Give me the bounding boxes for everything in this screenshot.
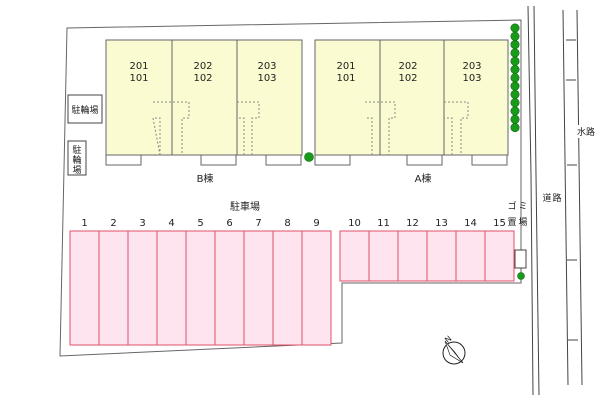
tree-icon (510, 23, 520, 33)
building-b-label: B棟 (197, 172, 214, 185)
tree-icon (510, 114, 520, 124)
building-b-porch-2 (200, 154, 237, 166)
parking-space-10 (339, 230, 370, 282)
bike-parking-vertical-char-3: 場 (72, 164, 81, 176)
bike-parking-vertical-char-1: 駐 (72, 144, 81, 156)
tree-icon (510, 31, 520, 41)
parking-space-4 (156, 230, 187, 346)
building-a-unit-2-upper: 202 (398, 61, 417, 72)
parking-space-7 (243, 230, 274, 346)
parking-space-number: 2 (110, 218, 116, 229)
tree-icon (510, 73, 520, 83)
waterway-ticks (566, 39, 578, 341)
building-a-unit-1-lower: 101 (336, 73, 355, 84)
bike-parking-label: 駐輪場 (71, 104, 98, 116)
building-b-unit-2-lower: 102 (193, 73, 212, 84)
compass-icon: N (442, 334, 466, 365)
parking-space-number: 12 (406, 218, 419, 229)
parking-space-9 (301, 230, 332, 346)
building-a-unit-1-upper: 201 (336, 61, 355, 72)
bike-parking-vertical-box (67, 140, 87, 176)
building-b-porch-3 (265, 154, 302, 166)
garbage-box (514, 249, 527, 269)
building-b: 201 101 202 102 203 103 B棟 (105, 39, 303, 185)
building-a-porch-1 (314, 154, 351, 166)
tree-row (510, 23, 520, 133)
parking-space-3 (127, 230, 158, 346)
building-b-unit-1-upper: 201 (129, 61, 148, 72)
parking-space-number: 9 (313, 218, 319, 229)
parking-space-number: 1 (81, 218, 87, 229)
parking-space-11 (368, 230, 399, 282)
parking-space-number: 3 (139, 218, 145, 229)
building-a-unit-2-lower: 102 (398, 73, 417, 84)
parking-label: 駐車場 (230, 200, 260, 213)
tree-icon (510, 106, 520, 116)
parking-space-number: 15 (493, 218, 506, 229)
road-char-1: 道 (542, 192, 551, 204)
building-a-porch-3 (471, 154, 508, 166)
building-a: 201 101 202 102 203 103 A棟 (314, 39, 509, 185)
tree-between-buildings (304, 152, 314, 162)
garbage-char-2: ミ (518, 202, 527, 212)
bike-parking-vertical-char-2: 輪 (72, 154, 81, 166)
parking-space-number: 14 (464, 218, 477, 229)
parking-space-5 (185, 230, 216, 346)
building-a-unit-3-upper: 203 (462, 61, 481, 72)
waterway-label: 水路 (577, 126, 595, 138)
tree-icon (510, 123, 520, 133)
parking-space-number: 10 (348, 218, 361, 229)
building-b-stairs (152, 101, 260, 156)
building-a-unit-3-lower: 103 (462, 73, 481, 84)
building-a-body (314, 39, 509, 156)
tree-garbage-area (517, 272, 525, 280)
parking-space-15 (484, 230, 515, 282)
parking-space-2 (98, 230, 129, 346)
parking-space-13 (426, 230, 457, 282)
building-a-porch-2 (406, 154, 443, 166)
parking-space-number: 4 (168, 218, 174, 229)
parking-space-number: 11 (377, 218, 390, 229)
compass-letter: N (443, 334, 453, 345)
parking-space-number: 13 (435, 218, 448, 229)
parking-space-8 (272, 230, 303, 346)
parking-space-number: 8 (284, 218, 290, 229)
parking-space-1 (69, 230, 100, 346)
bike-parking-box (67, 94, 103, 124)
parking-spaces (69, 230, 515, 346)
tree-icon (510, 65, 520, 75)
road-char-2: 路 (552, 192, 561, 204)
building-a-label: A棟 (415, 172, 432, 185)
parking-space-number: 5 (197, 218, 203, 229)
parking-space-14 (455, 230, 486, 282)
garbage-char-4: 場 (518, 216, 527, 228)
parking-space-number: 6 (226, 218, 232, 229)
building-b-unit-2-upper: 202 (193, 61, 212, 72)
parking-space-12 (397, 230, 428, 282)
tree-icon (510, 81, 520, 91)
tree-icon (510, 98, 520, 108)
tree-icon (510, 40, 520, 50)
parking-space-number: 7 (255, 218, 261, 229)
road-lines (527, 5, 583, 396)
building-b-unit-1-lower: 101 (129, 73, 148, 84)
waterway-label-bg (572, 125, 596, 138)
tree-icon (510, 48, 520, 58)
tree-icon (510, 56, 520, 66)
building-b-unit-3-upper: 203 (257, 61, 276, 72)
garbage-char-1: ゴ (507, 200, 516, 212)
building-b-body (105, 39, 303, 156)
garbage-char-3: 置 (507, 217, 516, 228)
building-b-unit-3-lower: 103 (257, 73, 276, 84)
tree-icon (510, 89, 520, 99)
building-a-stairs (365, 101, 469, 155)
building-b-porch-1 (105, 154, 142, 166)
parking-space-6 (214, 230, 245, 346)
